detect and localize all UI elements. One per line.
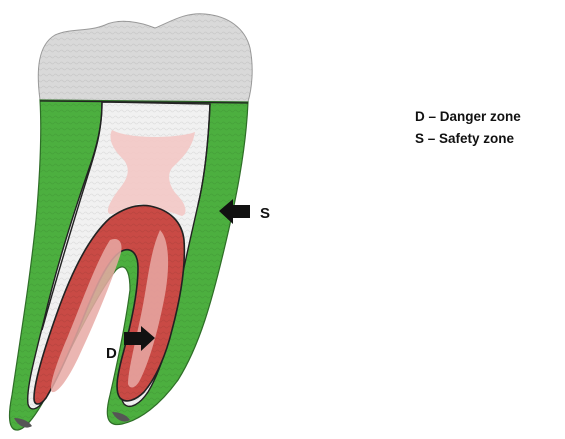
safety-zone-marker: S [260,205,270,222]
legend: D – Danger zone S – Safety zone [415,106,521,150]
legend-item-danger: D – Danger zone [415,106,521,128]
danger-zone-marker: D [106,345,117,362]
legend-item-safety: S – Safety zone [415,128,521,150]
